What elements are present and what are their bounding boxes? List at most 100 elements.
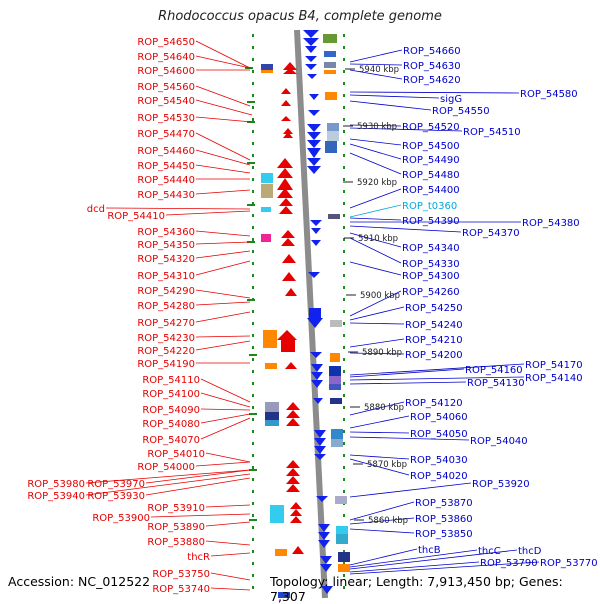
gene-label-right: ROP_54030 [410,455,468,466]
leader-line [200,378,251,403]
leader-line [349,338,405,348]
gene-label-left: ROP_53970 [87,479,145,490]
gene-arrow-forward [281,116,291,121]
gene-block [265,412,279,420]
gene-arrow-reverse [316,496,328,502]
gene-label-left: thcR [187,552,210,563]
gene-arrow-forward [286,402,300,410]
leader-line [349,501,415,521]
gene-block [336,534,348,544]
gene-label-left: ROP_54230 [137,333,195,344]
leader-line [349,124,402,127]
leader-line [349,63,403,66]
leader-line [349,376,525,381]
gene-arrow-forward [281,230,295,238]
gene-arrow-reverse [305,46,317,53]
leader-line [210,552,251,557]
leader-line [85,469,251,484]
leader-line [85,473,251,496]
gene-arrow-reverse [313,398,323,404]
scale-label: 5910 kbp [358,234,398,244]
gene-block [324,51,336,57]
leader-line [200,413,251,424]
leader-line [349,549,478,568]
leader-line [195,241,251,245]
gene-arrow-forward [283,68,297,74]
gene-label-left: ROP_53740 [152,584,210,595]
leader-line [349,94,440,99]
scale-label: 5920 kbp [357,178,397,188]
leader-line [195,260,251,276]
gene-label-left: ROP_54540 [137,96,195,107]
leader-line [195,132,251,161]
gene-block [338,564,350,572]
leader-line [195,340,251,351]
leader-line [349,69,403,80]
gene-label-right: ROP_54550 [432,106,490,117]
gene-label-right: sigG [440,94,462,105]
gene-arrow-reverse [307,124,321,132]
leader-line [195,189,251,195]
gene-arrow-reverse [307,140,321,148]
gene-arrow-reverse [321,586,333,594]
gene-arrow-reverse [307,318,323,328]
gene-arrow-forward [277,168,293,178]
leader-line [165,210,251,216]
gene-block [281,340,295,352]
gene-block [331,429,343,439]
leader-line [349,431,410,434]
gene-block [327,131,339,141]
gene-arrow-reverse [314,446,326,454]
gene-label-left: ROP_53980 [27,479,85,490]
scale-label: 5930 kbp [357,122,397,132]
leader-line [200,417,251,440]
leader-line [349,143,402,160]
leader-line [195,230,251,237]
leader-line [195,85,251,107]
gene-arrow-forward [285,288,297,296]
leader-line [349,548,418,566]
gene-label-left: ROP_54090 [142,405,200,416]
gene-label-left: ROP_54280 [137,301,195,312]
leader-line [195,335,251,338]
gene-label-right: ROP_54130 [467,378,525,389]
gene-arrow-forward [286,468,300,476]
gene-label-right: ROP_54500 [402,141,460,152]
gene-arrow-forward [286,410,300,418]
leader-line [349,127,463,132]
gene-label-right: ROP_54330 [402,259,460,270]
leader-line [105,207,251,210]
gene-label-right: ROP_54160 [465,365,523,376]
gene-label-right: ROP_54480 [402,170,460,181]
gene-label-right: ROP_54250 [405,303,463,314]
gene-labels: ROP_54650ROP_54640ROP_54600ROP_54560ROP_… [27,37,597,595]
gene-label-left: ROP_54460 [137,146,195,157]
gene-arrow-forward [286,476,300,484]
gene-label-left: ROP_54350 [137,240,195,251]
gene-label-right: ROP_54140 [525,373,583,384]
gene-label-left: ROP_54410 [107,211,165,222]
gene-label-right: ROP_53850 [415,529,473,540]
gene-label-left: ROP_54650 [137,37,195,48]
gene-label-right: ROP_53920 [472,479,530,490]
leader-line [195,301,251,306]
gene-arrow-forward [290,516,302,523]
gene-label-right: ROP_54300 [402,271,460,282]
gene-label-left: ROP_54190 [137,359,195,370]
gene-label-right: ROP_54660 [403,46,461,57]
gene-block [261,234,271,242]
leader-line [150,513,251,518]
gene-arrow-reverse [320,556,332,564]
gene-arrow-reverse [305,64,317,70]
gene-label-left: ROP_54560 [137,82,195,93]
gene-arrow-reverse [314,454,326,460]
leader-line [195,311,251,323]
gene-label-left: ROP_54310 [137,271,195,282]
gene-label-left: ROP_54070 [142,435,200,446]
gene-block [265,420,279,426]
gene-arrow-reverse [311,364,323,372]
gene-block [265,363,277,369]
leader-line [349,188,402,209]
gene-arrow-reverse [318,524,330,532]
